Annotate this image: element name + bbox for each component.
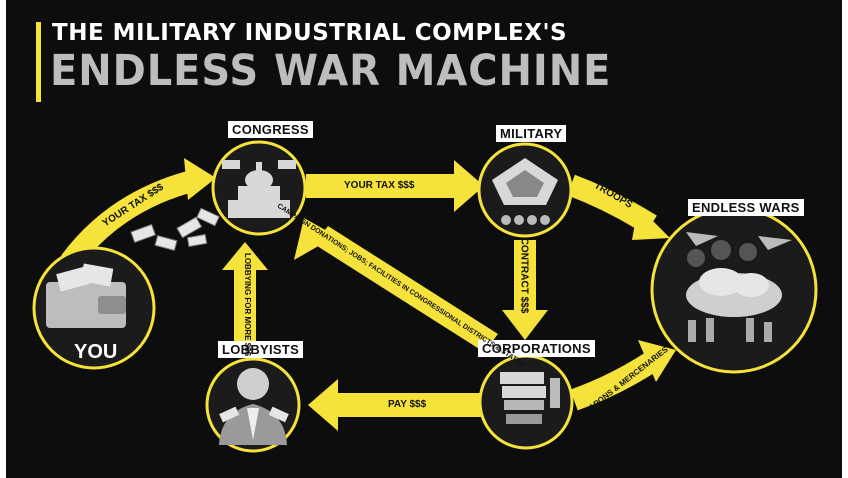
pentagon-icon: [492, 158, 558, 225]
arrow-military-to-wars-head: [632, 206, 670, 240]
arrow-corporations-to-lobbyists-head: [308, 379, 338, 431]
wallet-icon: [46, 263, 126, 328]
diagram-graphics: [32, 140, 818, 453]
arrow-label-corporations-to-lobbyists: PAY $$$: [388, 399, 427, 410]
label-military: MILITARY: [496, 125, 567, 142]
arrow-corporations-to-lobbyists-body: [336, 393, 486, 417]
arrow-corporations-to-wars: [570, 350, 661, 411]
arrow-label-congress-to-military: YOUR TAX $$$: [344, 180, 415, 191]
title-line2: ENDLESS WAR MACHINE: [50, 46, 612, 96]
arrow-military-to-corporations-body: [514, 240, 536, 312]
title-line1: THE MILITARY INDUSTRIAL COMPLEX'S: [52, 20, 568, 46]
diagram-canvas: THE MILITARY INDUSTRIAL COMPLEX'S ENDLES…: [6, 0, 842, 478]
arrow-you-to-congress-head: [184, 158, 216, 200]
floating-bills: [130, 207, 220, 252]
war-scene-icon: [686, 232, 792, 342]
label-you: YOU: [74, 341, 118, 363]
arrow-corporations-to-wars-head: [638, 340, 676, 382]
lobbyist-icon: [219, 368, 289, 445]
arrow-corporations-to-congress-body: [314, 226, 498, 352]
arrow-lobbyists-to-congress-head: [222, 242, 268, 270]
capitol-icon: [222, 160, 296, 218]
label-congress: CONGRESS: [228, 121, 313, 138]
arrow-congress-to-military-head: [454, 160, 484, 212]
arrow-label-lobbyists-to-congress: LOBBYING FOR MORE $$$: [243, 252, 253, 357]
label-lobbyists: LOBBYISTS: [218, 341, 304, 358]
money-stack-icon: [500, 372, 560, 424]
arrow-military-to-corporations-head: [502, 310, 548, 340]
arrow-lobbyists-to-congress-body: [234, 268, 256, 352]
arrow-label-military-to-corporations: CONTRACT $$$: [518, 237, 530, 314]
title-accent-bar: [36, 22, 41, 102]
label-corporations: CORPORATIONS: [478, 340, 595, 357]
arrow-congress-to-military-body: [306, 174, 456, 198]
arrow-corporations-to-congress-head: [294, 218, 336, 260]
label-endless-wars: ENDLESS WARS: [688, 199, 804, 216]
